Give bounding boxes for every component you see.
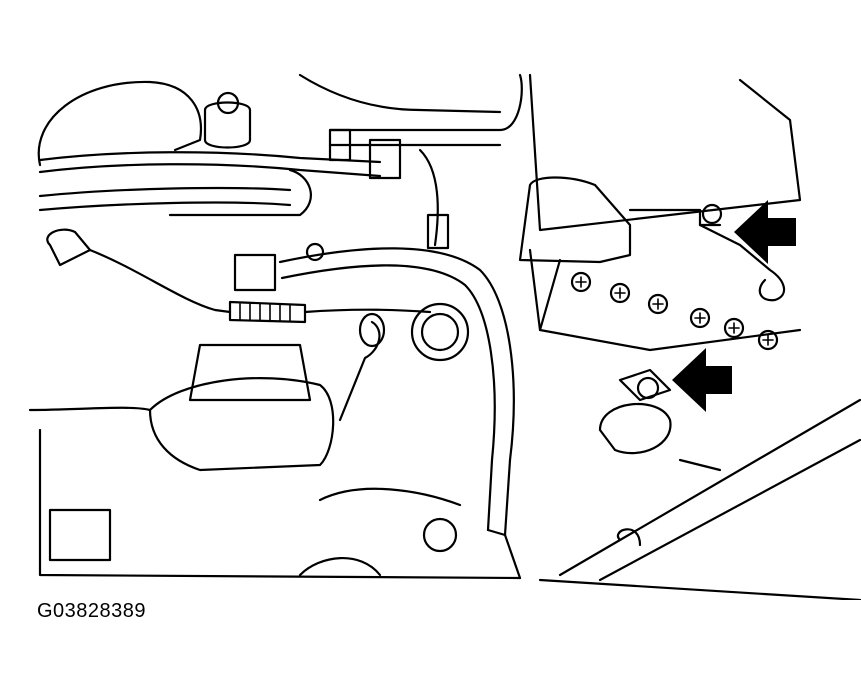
harness-3	[38, 186, 292, 198]
left-plug	[46, 228, 92, 267]
dipstick	[338, 320, 381, 422]
throttle-body	[188, 343, 312, 402]
cap-knob	[216, 91, 240, 115]
brace-bolt	[616, 528, 642, 547]
battery-top-edge	[528, 248, 802, 352]
harness-loop	[168, 168, 312, 217]
throttle-pin	[305, 242, 325, 262]
small-box	[48, 508, 112, 562]
arrow-lower-right-icon	[672, 348, 732, 412]
rod-threads	[239, 303, 291, 322]
figure-id-label: G03828389	[37, 600, 147, 622]
top-cable-b	[328, 73, 523, 132]
engine-bay-line-drawing	[28, 73, 861, 600]
battery-cap-crosses	[575, 276, 774, 346]
oil-cap-inner	[420, 312, 460, 352]
main-hose-inner	[280, 264, 496, 532]
negative-terminal-bolt	[636, 376, 660, 400]
rod-cable	[303, 308, 432, 314]
reservoir-tab	[678, 458, 722, 472]
arrow-upper-right-icon	[734, 200, 796, 264]
timing-cover	[148, 377, 335, 472]
positive-cable-terminal	[698, 223, 786, 302]
threaded-rod	[228, 300, 307, 324]
fender-brace-2	[598, 438, 861, 582]
throttle-box	[233, 253, 277, 292]
fender-brace-1	[558, 398, 861, 577]
dipstick-handle	[358, 312, 386, 348]
battery-tray-back	[528, 73, 802, 232]
hose-clamp	[426, 213, 450, 250]
top-cable-a	[298, 73, 502, 114]
left-cable	[88, 248, 232, 314]
harness-1	[38, 151, 382, 164]
intake-housing	[37, 80, 202, 167]
negative-terminal-bracket	[618, 368, 672, 402]
washer-reservoir	[598, 402, 672, 455]
connector-2	[368, 138, 402, 180]
positive-cable	[628, 208, 722, 227]
battery-hold-down-clamp	[518, 176, 632, 264]
connector-1	[328, 128, 352, 162]
main-hose-outer	[278, 247, 515, 537]
harness-4	[38, 201, 292, 212]
cap-top-left	[203, 101, 252, 149]
left-bracket	[28, 406, 152, 412]
oil-cap-outer	[410, 302, 470, 362]
lower-pipe	[318, 487, 462, 507]
battery-cell-caps	[570, 271, 779, 351]
battery-side	[538, 258, 562, 332]
lower-cap	[422, 517, 458, 553]
harness-2	[38, 163, 382, 178]
lower-hump	[298, 556, 382, 577]
hose-end	[486, 528, 522, 580]
positive-terminal-nut	[701, 203, 723, 225]
frame-lines	[38, 428, 861, 600]
hose-down	[418, 148, 439, 247]
